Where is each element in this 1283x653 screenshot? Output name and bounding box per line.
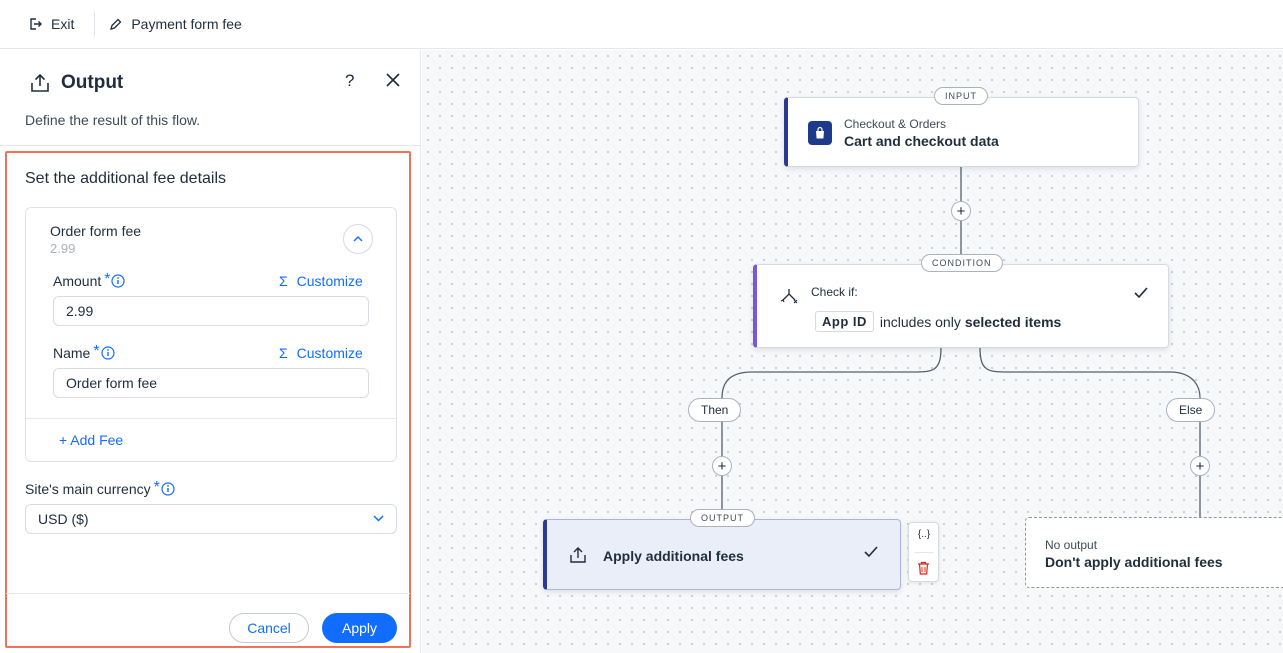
output-node[interactable]: Apply additional fees	[543, 519, 901, 590]
no-output-name: Don't apply additional fees	[1045, 554, 1223, 570]
flow-canvas[interactable]: Checkout & Orders Cart and checkout data…	[422, 50, 1283, 653]
flow-title: Payment form fee	[131, 16, 242, 32]
top-bar: Exit Payment form fee	[0, 0, 1283, 49]
input-node[interactable]: Checkout & Orders Cart and checkout data	[784, 97, 1139, 167]
pencil-icon	[110, 18, 122, 30]
panel-title: Output	[61, 72, 124, 93]
then-branch-label: Then	[688, 398, 742, 422]
condition-expression: App ID includes only selected items	[815, 311, 1061, 332]
condition-node[interactable]: Check if: App ID includes only selected …	[753, 264, 1169, 348]
currency-label: Site's main currency	[25, 481, 151, 497]
shopping-bag-icon	[808, 121, 832, 145]
input-source: Checkout & Orders	[844, 117, 947, 131]
name-input[interactable]: Order form fee	[53, 368, 369, 398]
fee-card: Order form fee 2.99 Amount * Σ Customize…	[25, 207, 397, 462]
amount-customize-link[interactable]: Σ Customize	[279, 273, 363, 289]
customize-label: Customize	[296, 345, 363, 361]
output-name: Apply additional fees	[603, 548, 744, 564]
connector-then	[721, 347, 942, 519]
flow-title-button[interactable]: Payment form fee	[95, 0, 242, 48]
required-marker: *	[93, 343, 100, 360]
exit-label: Exit	[51, 16, 75, 32]
field-chip: App ID	[815, 311, 874, 332]
collapse-button[interactable]	[343, 224, 373, 254]
highlight-frame	[5, 151, 411, 648]
name-label: Name	[53, 345, 91, 361]
exit-icon	[30, 18, 42, 30]
info-icon[interactable]	[161, 482, 175, 496]
currency-label-row: Site's main currency *	[25, 479, 175, 497]
section-title: Set the additional fee details	[25, 170, 227, 187]
upload-icon	[31, 73, 49, 92]
name-customize-link[interactable]: Σ Customize	[279, 345, 363, 361]
split-icon	[780, 289, 798, 304]
output-tag: OUTPUT	[690, 509, 755, 527]
check-icon	[1134, 287, 1148, 299]
output-panel: Output ? Define the result of this flow.…	[0, 50, 421, 653]
cancel-button[interactable]: Cancel	[229, 613, 309, 643]
add-step-button[interactable]: +	[951, 201, 971, 221]
panel-subtitle: Define the result of this flow.	[25, 112, 201, 128]
condition-tag: CONDITION	[921, 254, 1003, 272]
node-toolbar: {..}	[908, 522, 939, 582]
fee-card-name: Order form fee	[50, 223, 142, 239]
required-marker: *	[104, 271, 111, 288]
close-icon[interactable]	[385, 72, 401, 88]
else-branch-label: Else	[1166, 398, 1216, 422]
info-icon[interactable]	[100, 346, 115, 360]
condition-operator: includes only	[879, 313, 961, 330]
chevron-down-icon	[373, 515, 384, 522]
connector-else	[979, 347, 1201, 517]
add-fee-button[interactable]: + Add Fee	[59, 432, 124, 448]
input-tag: INPUT	[934, 87, 988, 105]
top-separator	[94, 11, 96, 37]
no-output-node[interactable]: No output Don't apply additional fees	[1025, 517, 1283, 588]
condition-value: selected items	[964, 313, 1062, 330]
currency-select[interactable]: USD ($)	[25, 504, 397, 534]
required-marker: *	[153, 479, 160, 496]
info-icon[interactable]	[111, 274, 126, 288]
panel-header: Output ? Define the result of this flow.	[0, 50, 420, 146]
toolbar-separator	[914, 552, 934, 553]
currency-value: USD ($)	[38, 511, 89, 527]
name-label-row: Name *	[53, 343, 115, 361]
amount-input[interactable]: 2.99	[53, 296, 369, 326]
add-step-else-button[interactable]: +	[1190, 456, 1210, 476]
variables-button[interactable]: {..}	[917, 529, 931, 540]
card-divider	[26, 418, 396, 419]
sigma-icon: Σ	[279, 273, 288, 289]
trash-icon[interactable]	[917, 561, 930, 575]
check-icon	[864, 546, 878, 558]
chevron-up-icon	[353, 236, 363, 242]
footer-divider	[6, 593, 410, 594]
condition-label: Check if:	[811, 285, 858, 299]
amount-label: Amount	[53, 273, 102, 289]
amount-label-row: Amount *	[53, 271, 126, 289]
customize-label: Customize	[296, 273, 363, 289]
add-step-then-button[interactable]: +	[712, 456, 732, 476]
sigma-icon: Σ	[279, 345, 288, 361]
fee-card-summary: 2.99	[50, 241, 76, 256]
apply-button[interactable]: Apply	[322, 613, 397, 643]
exit-button[interactable]: Exit	[0, 0, 94, 48]
no-output-label: No output	[1045, 538, 1098, 552]
input-name: Cart and checkout data	[844, 133, 999, 149]
upload-icon	[570, 547, 586, 563]
help-button[interactable]: ?	[345, 71, 355, 90]
